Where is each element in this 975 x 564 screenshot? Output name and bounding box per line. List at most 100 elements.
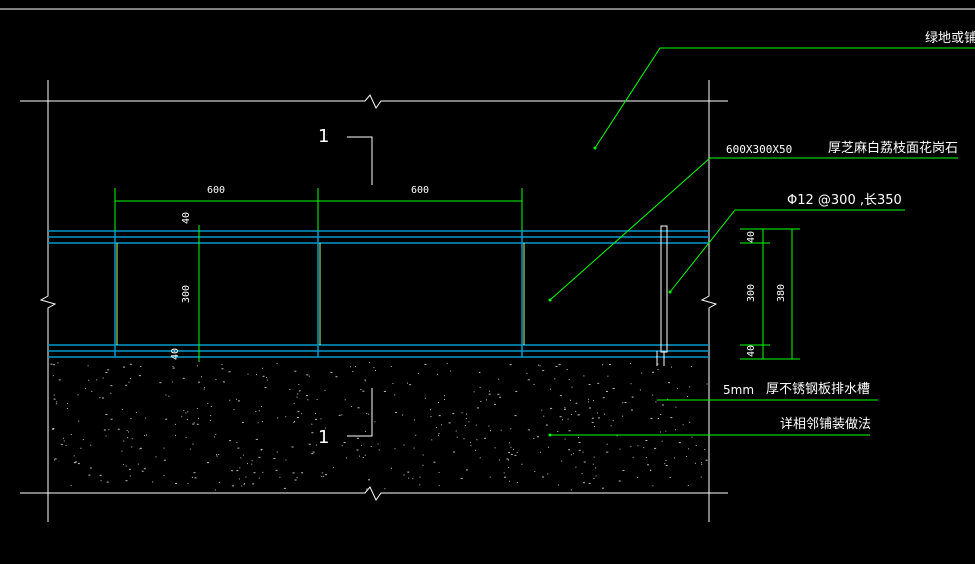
hatch-speck (562, 419, 563, 421)
hatch-speck (395, 412, 398, 413)
hatch-speck (369, 362, 371, 364)
hatch-speck (187, 483, 189, 484)
leader-lines (549, 47, 975, 436)
hatch-speck (701, 462, 702, 464)
hatch-speck (548, 446, 549, 448)
hatch-speck (216, 455, 218, 457)
hatch-speck (659, 431, 661, 433)
paving-base-hatch (50, 362, 708, 491)
hatch-speck (296, 477, 298, 478)
hatch-speck (368, 479, 370, 481)
hatch-speck (215, 379, 217, 380)
hatch-speck (595, 475, 597, 477)
hatch-speck (700, 476, 702, 478)
hatch-speck (91, 390, 93, 392)
hatch-speck (691, 436, 693, 438)
hatch-speck (652, 371, 654, 373)
hatch-speck (330, 371, 333, 373)
hatch-speck (315, 444, 317, 446)
hatch-speck (561, 460, 563, 462)
hatch-speck (130, 377, 131, 379)
hatch-speck (182, 377, 185, 379)
hatch-speck (592, 463, 594, 465)
annotation-drain-thickness: 5mm (723, 383, 754, 397)
hatch-speck (255, 438, 258, 440)
hatch-speck (588, 482, 591, 484)
hatch-speck (516, 482, 518, 483)
hatch-speck (294, 370, 297, 372)
hatch-speck (307, 399, 309, 401)
hatch-speck (255, 411, 257, 412)
hatch-speck (283, 487, 286, 489)
hatch-speck (378, 449, 380, 451)
hatch-speck (52, 375, 54, 377)
hatch-speck (583, 461, 586, 463)
hatch-speck (243, 484, 245, 486)
hatch-speck (237, 447, 240, 449)
hatch-speck (591, 417, 594, 419)
hatch-speck (413, 447, 415, 449)
hatch-speck (558, 364, 561, 366)
hatch-speck (508, 452, 511, 453)
dim-label-40-top: 40 (181, 212, 192, 224)
hatch-speck (73, 455, 75, 457)
hatch-speck (103, 429, 106, 431)
hatch-speck (689, 421, 691, 423)
hatch-speck (564, 408, 566, 410)
dim-label-40-bottom: 40 (170, 348, 181, 360)
hatch-speck (655, 401, 657, 403)
hatch-speck (63, 440, 65, 442)
hatch-speck (540, 451, 541, 453)
hatch-speck (488, 393, 491, 395)
hatch-speck (694, 462, 696, 464)
hatch-speck (671, 366, 672, 368)
hatch-speck (583, 482, 585, 484)
hatch-speck (604, 413, 606, 415)
hatch-speck (566, 368, 568, 370)
hatch-speck (597, 417, 600, 419)
hatch-speck (612, 420, 614, 422)
hatch-speck (197, 365, 199, 367)
hatch-speck (56, 401, 58, 403)
hatch-speck (550, 407, 553, 409)
hatch-speck (312, 451, 315, 453)
hatch-speck (266, 377, 268, 379)
hatch-speck (163, 447, 165, 449)
hatch-speck (236, 470, 239, 472)
hatch-speck (260, 448, 263, 450)
hatch-speck (695, 445, 697, 446)
hatch-speck (214, 489, 216, 491)
hatch-speck (55, 403, 57, 405)
hatch-speck (102, 397, 104, 399)
hatch-speck (196, 408, 198, 409)
hatch-speck (96, 379, 98, 381)
leader-dot-1 (593, 146, 597, 150)
hatch-speck (67, 403, 69, 404)
hatch-speck (475, 449, 477, 451)
hatch-speck (110, 392, 112, 394)
hatch-speck (361, 444, 363, 446)
hatch-speck (588, 407, 591, 409)
hatch-speck (218, 454, 220, 456)
hatch-speck (433, 461, 436, 463)
hatch-speck (473, 391, 475, 393)
hatch-speck (470, 441, 472, 443)
hatch-speck (593, 478, 595, 479)
hatch-speck (335, 376, 338, 378)
hatch-speck (612, 388, 615, 389)
hatch-speck (108, 429, 110, 431)
hatch-speck (486, 399, 487, 401)
hatch-speck (355, 366, 356, 368)
hatch-speck (583, 375, 585, 377)
hatch-speck (78, 420, 80, 422)
hatch-speck (128, 381, 130, 383)
hatch-speck (504, 476, 506, 478)
hatch-speck (54, 459, 56, 461)
hatch-speck (437, 373, 439, 375)
hatch-speck (356, 437, 359, 439)
hatch-speck (479, 457, 481, 459)
hatch-speck (239, 467, 241, 469)
hatch-speck (687, 396, 689, 397)
hatch-speck (122, 464, 124, 466)
